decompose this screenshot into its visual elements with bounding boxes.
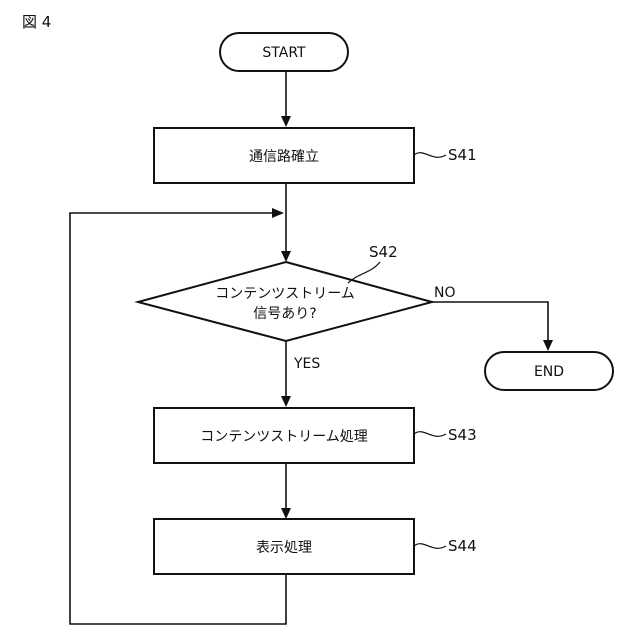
s43-leader-line bbox=[414, 432, 446, 437]
decision-text-line2: 信号あり? bbox=[253, 306, 316, 322]
arrowhead-no-end bbox=[543, 340, 553, 351]
arrowhead-s43-s44 bbox=[281, 508, 291, 519]
s43-step-label: S43 bbox=[448, 426, 477, 444]
start-label: START bbox=[262, 45, 306, 61]
s42-step-label: S42 bbox=[369, 243, 398, 261]
s44-box-label: 表示処理 bbox=[256, 540, 312, 556]
s41-box-label: 通信路確立 bbox=[249, 149, 319, 165]
no-branch-label: NO bbox=[434, 285, 456, 301]
s41-step-label: S41 bbox=[448, 146, 477, 164]
arrowhead-yes-s43 bbox=[281, 396, 291, 407]
arrowhead-s41-decision bbox=[281, 251, 291, 262]
s41-leader-line bbox=[414, 153, 446, 158]
connector-no-end bbox=[432, 302, 548, 343]
arrowhead-loop-return bbox=[272, 208, 284, 218]
decision-text-line1: コンテンツストリーム bbox=[215, 286, 355, 302]
s42-leader-line bbox=[348, 262, 380, 283]
end-label: END bbox=[534, 364, 564, 380]
figure-label: 図 4 bbox=[22, 13, 51, 31]
yes-branch-label: YES bbox=[293, 356, 320, 372]
s44-step-label: S44 bbox=[448, 537, 477, 555]
s43-box-label: コンテンツストリーム処理 bbox=[200, 429, 368, 445]
s44-leader-line bbox=[414, 544, 446, 549]
arrowhead-start-s41 bbox=[281, 116, 291, 127]
